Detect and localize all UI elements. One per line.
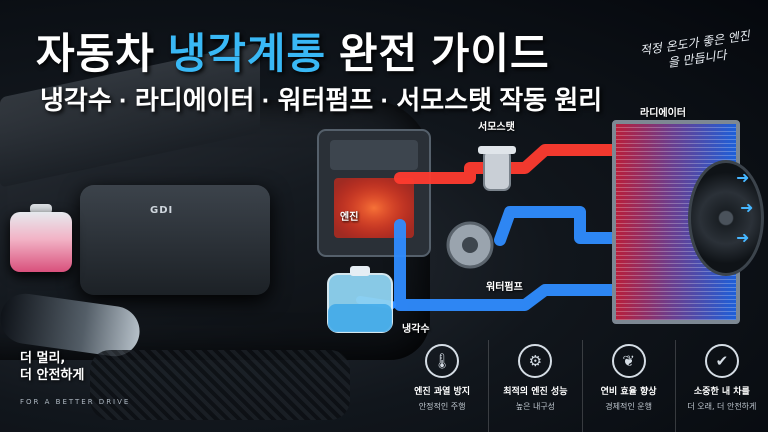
benefit-subtitle: 안정적인 주행 (418, 402, 466, 411)
thermostat-label: 서모스탯 (478, 122, 515, 133)
tagline-english: FOR A BETTER DRIVE (20, 398, 131, 406)
coolant-reservoir-illustration (327, 266, 393, 333)
benefit-subtitle: 더 오래, 더 안전하게 (687, 402, 757, 411)
page-title: 자동차 냉각계통 완전 가이드 (36, 20, 550, 81)
benefit-item: ❦ 연비 효율 향상 경제적인 운행 (581, 340, 675, 432)
coolant-label: 냉각수 (402, 324, 430, 335)
benefit-title: 최적의 엔진 성능 (503, 387, 568, 397)
reservoir-cap (30, 204, 52, 214)
grille (90, 350, 350, 420)
title-accent: 냉각계통 (167, 30, 327, 77)
benefits-strip: 🌡 엔진 과열 방지 안정적인 주행 ⚙ 최적의 엔진 성능 높은 내구성 ❦ … (396, 340, 768, 432)
radiator-label: 라디에이터 (640, 108, 686, 119)
airflow-arrow-icon: ➜ (740, 198, 754, 217)
benefit-item: ✔ 소중한 내 차를 더 오래, 더 안전하게 (674, 340, 768, 432)
airflow-arrow-icon: ➜ (736, 228, 750, 247)
tagline: 더 멀리, 더 안전하게 FOR A BETTER DRIVE (20, 350, 130, 406)
thermostat-illustration (478, 146, 516, 191)
title-prefix: 자동차 (36, 30, 155, 77)
benefit-subtitle: 높은 내구성 (515, 402, 556, 411)
engine-badge: GDI (150, 205, 174, 216)
page-subtitle: 냉각수 · 라디에이터 · 워터펌프 · 서모스탯 작동 원리 (40, 85, 603, 115)
leaf-icon: ❦ (611, 344, 646, 378)
benefit-subtitle: 경제적인 운행 (605, 402, 652, 411)
cold-coolant-pipe-upper (494, 206, 620, 246)
benefit-item: 🌡 엔진 과열 방지 안정적인 주행 (396, 340, 488, 432)
benefit-title: 엔진 과열 방지 (414, 387, 471, 397)
benefit-title: 연비 효율 향상 (600, 387, 657, 397)
cooling-fan-illustration (688, 160, 764, 276)
shield-check-icon: ✔ (704, 344, 739, 378)
water-pump-label: 워터펌프 (486, 282, 523, 293)
gear-icon: ⚙ (518, 344, 553, 378)
tagline-line1: 더 멀리, (20, 351, 66, 366)
benefit-item: ⚙ 최적의 엔진 성능 높은 내구성 (488, 340, 581, 432)
title-suffix: 완전 가이드 (338, 30, 550, 77)
coolant-reservoir-photo (10, 212, 72, 272)
water-pump-illustration (446, 221, 494, 269)
benefit-title: 소중한 내 차를 (693, 387, 750, 397)
tagline-line2: 더 안전하게 (20, 368, 85, 383)
airflow-arrow-icon: ➜ (736, 168, 750, 187)
engine-bay (80, 185, 270, 295)
thermometer-icon: 🌡 (425, 344, 460, 378)
engine-block-illustration (317, 129, 431, 257)
engine-label: 엔진 (340, 212, 359, 223)
cold-coolant-pipe-lower (394, 219, 620, 311)
